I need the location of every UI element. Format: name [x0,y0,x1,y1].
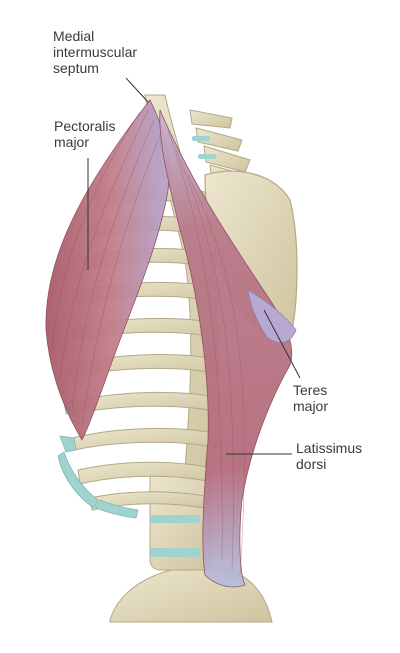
leader-line-teres [263,309,301,379]
intervertebral-disc [150,515,200,523]
pelvis [109,565,273,623]
pectoralis-major-muscle [45,99,170,441]
leader-line-septum [125,77,149,103]
cervical-discs [192,136,216,159]
label-pectoralis-major: Pectoralis major [54,118,116,150]
latissimus-fibers [167,129,245,576]
latissimus-dorsi-muscle [159,109,293,588]
label-latissimus-dorsi: Latissimus dorsi [296,440,363,472]
pectoralis-fibers [51,109,161,426]
label-medial-intermuscular-septum: Medial intermuscular septum [53,28,138,76]
intervertebral-disc [150,548,200,557]
leader-lines [87,77,301,455]
teres-major-muscle [247,289,297,343]
label-teres-major: Teres major [293,382,329,414]
